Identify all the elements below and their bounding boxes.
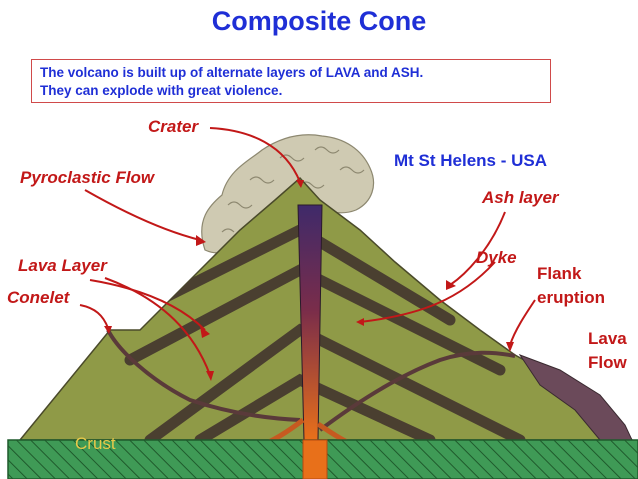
label-flow: Flow xyxy=(588,353,627,372)
arrow-pyroclastic xyxy=(84,189,201,241)
vent-base xyxy=(302,439,328,479)
label-dyke: Dyke xyxy=(476,248,517,267)
pointer-arrows xyxy=(79,127,536,381)
cone-body xyxy=(18,176,634,441)
arrow-conelet xyxy=(79,304,109,329)
diagram-title: Composite Cone xyxy=(211,6,427,36)
label-lava-layer: Lava Layer xyxy=(18,256,107,275)
arrow-ash-layer xyxy=(449,211,506,286)
label-lava: Lava xyxy=(588,329,627,348)
arrow-flank xyxy=(509,299,536,346)
label-flank: Flank xyxy=(537,264,582,283)
dyke xyxy=(318,350,516,432)
label-ash-layer: Ash layer xyxy=(482,188,559,207)
info-line-2: They can explode with great violence. xyxy=(40,83,283,98)
label-crust: Crust xyxy=(75,434,116,453)
conelet xyxy=(106,329,301,422)
lava-layer-4 xyxy=(194,373,436,440)
label-conelet: Conelet xyxy=(7,288,70,307)
label-crater: Crater xyxy=(148,117,199,136)
location-label: Mt St Helens - USA xyxy=(394,151,548,170)
arrow-crater xyxy=(209,127,301,183)
arrow-lava-layer-2 xyxy=(104,277,211,376)
arrow-lava-layer-1 xyxy=(89,279,206,331)
label-eruption: eruption xyxy=(537,288,605,307)
label-pyroclastic-flow: Pyroclastic Flow xyxy=(20,168,155,187)
arrow-dyke xyxy=(359,261,496,323)
info-box: The volcano is built up of alternate lay… xyxy=(31,59,551,103)
info-line-1: The volcano is built up of alternate lay… xyxy=(40,65,424,80)
